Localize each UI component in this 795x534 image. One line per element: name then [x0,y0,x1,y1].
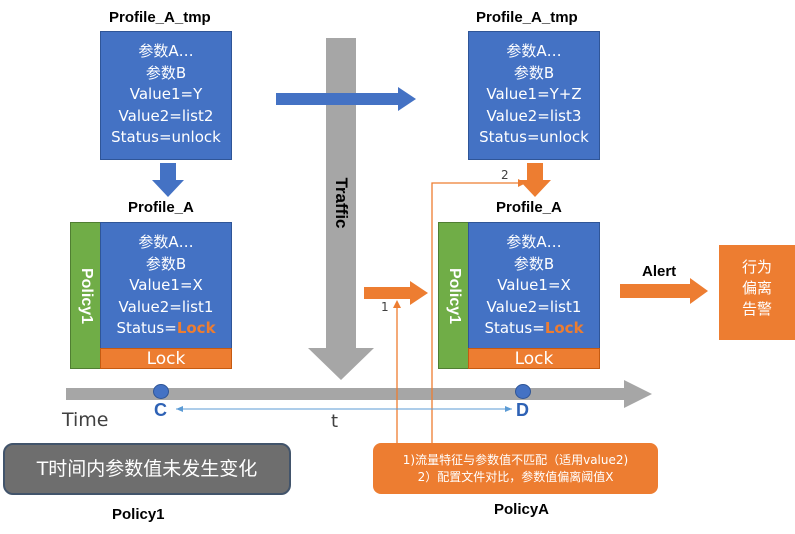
apply-arrow-right [519,163,551,197]
deviation-line: 2）配置文件对比，参数值偏离阈值X [417,470,614,484]
traffic-to-profile-head [410,281,428,305]
param-line: 参数A… [138,233,194,251]
leader-line-2-head [518,179,526,187]
traffic-to-profile-shaft [364,287,412,299]
alert-arrow-head [690,278,708,304]
param-line: Status=unlock [479,128,589,146]
caption-policya: PolicyA [494,501,550,518]
status-line: Status=Lock [469,318,599,340]
status-value: Lock [544,319,584,337]
param-line: Value2=list1 [486,297,582,316]
apply-arrow-left [152,163,184,197]
interval-label: t [331,411,339,432]
param-line: 参数A… [506,42,562,60]
deviation-line: 1)流量特征与参数值不匹配（适用value2) [402,453,629,467]
profile-tmp-box-left: 参数A… 参数B Value1=Y Value2=list2 Status=un… [100,31,232,160]
status-line: Status=Lock [101,318,231,340]
traffic-label: Traffic [332,177,351,229]
profile-tmp-title-left: Profile_A_tmp [109,9,211,26]
leader-line-2 [431,182,520,444]
param-line: Value1=Y+Z [486,85,582,103]
point-d-label: D [516,400,529,420]
param-line: 参数B [145,254,187,273]
profile-title-right: Profile_A [496,199,562,216]
alert-label: Alert [642,263,677,280]
point-c-label: C [154,400,167,420]
param-line: Value1=X [129,276,203,294]
alert-text-line: 偏离 [741,279,772,297]
profile-tmp-title-right: Profile_A_tmp [476,9,578,26]
policy-bar-left: Policy1 [70,222,101,369]
param-line: 参数A… [138,42,194,60]
timeline-point-d [515,384,531,399]
lock-bar-left: Lock [100,348,232,369]
alert-text-line: 告警 [741,300,772,318]
step-1-label: 1 [381,300,389,314]
param-line: 参数B [145,63,187,82]
deviation-note: 1)流量特征与参数值不匹配（适用value2) 2）配置文件对比，参数值偏离阈值… [373,443,658,494]
param-line: 参数A… [506,233,562,251]
param-line: 参数B [513,254,555,273]
interval-head-left [176,406,183,412]
status-prefix: Status= [116,319,177,337]
timeline-head [624,380,652,408]
timeline-point-c [153,384,169,399]
copy-arrow-shaft [276,93,400,105]
step-2-label: 2 [501,168,509,182]
caption-policy1: Policy1 [112,506,165,523]
no-change-note: T时间内参数值未发生变化 [3,443,291,495]
param-line: Value2=list2 [118,106,214,125]
param-line: Value2=list3 [486,106,582,125]
alert-arrow-shaft [620,284,692,298]
lock-bar-right: Lock [468,348,600,369]
status-value: Lock [176,319,216,337]
traffic-arrow [308,38,374,380]
profile-box-left: 参数A… 参数B Value1=X Value2=list1 Status=Lo… [100,222,232,349]
param-line: 参数B [513,63,555,82]
profile-title-left: Profile_A [128,199,194,216]
time-label: Time [62,409,109,431]
param-line: Value1=Y [129,85,203,103]
timeline-shaft [66,388,626,400]
status-prefix: Status= [484,319,545,337]
interval-head-right [505,406,512,412]
profile-tmp-box-right: 参数A… 参数B Value1=Y+Z Value2=list3 Status=… [468,31,600,160]
policy-bar-right: Policy1 [438,222,469,369]
alert-text-line: 行为 [741,258,772,276]
copy-arrow-head [398,87,416,111]
leader-line-1-head [393,300,401,308]
param-line: Value1=X [497,276,571,294]
profile-box-right: 参数A… 参数B Value1=X Value2=list1 Status=Lo… [468,222,600,349]
policy-label-right: Policy1 [445,267,463,324]
param-line: Status=unlock [111,128,221,146]
param-line: Value2=list1 [118,297,214,316]
policy-label-left: Policy1 [77,267,95,324]
alert-box: 行为 偏离 告警 [719,245,795,340]
